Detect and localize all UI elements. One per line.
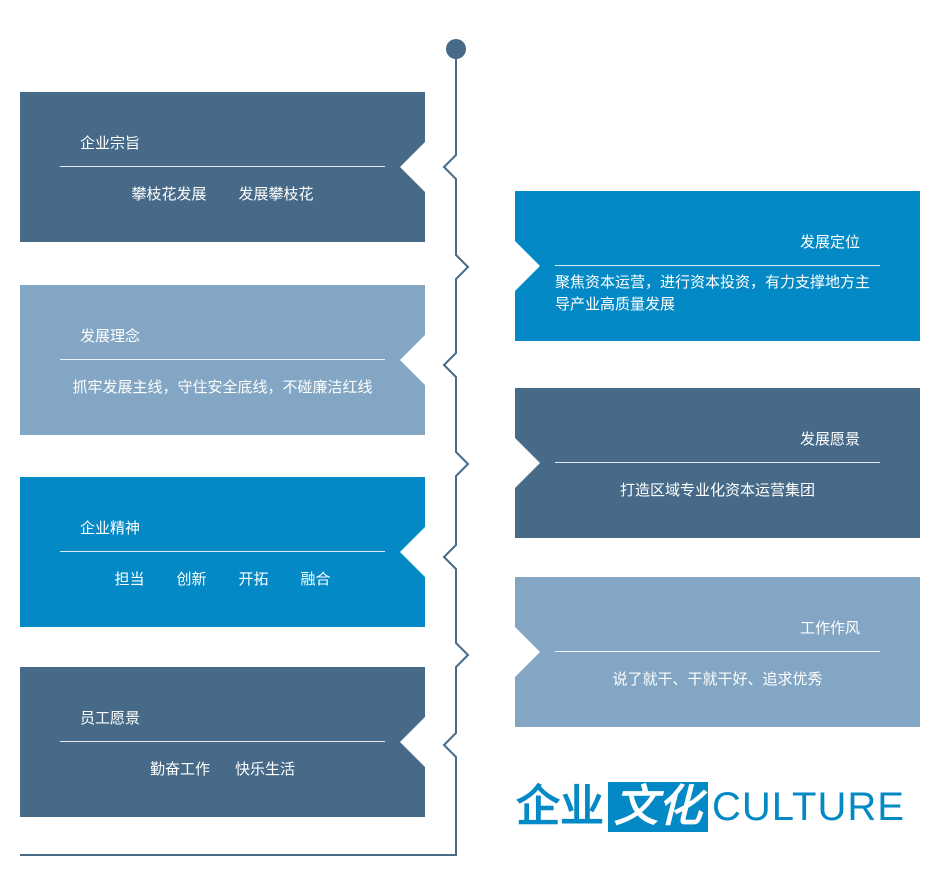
- card-title: 员工愿景: [80, 709, 141, 727]
- card-development-philosophy: 发展理念 抓牢发展主线，守住安全底线，不碰廉洁红线: [20, 285, 425, 435]
- card-body: 聚焦资本运营，进行资本投资，有力支撑地方主导产业高质量发展: [555, 271, 880, 315]
- card-work-style: 工作作风 说了就干、干就干好、追求优秀: [515, 577, 920, 727]
- timeline-line: [20, 49, 470, 856]
- card-body: 说了就干、干就干好、追求优秀: [555, 668, 880, 690]
- card-title: 企业宗旨: [80, 134, 141, 152]
- card-title: 发展愿景: [799, 430, 860, 448]
- card-notch: [400, 142, 425, 192]
- divider: [60, 359, 385, 360]
- body-item: 开拓: [238, 570, 269, 588]
- body-item: 打造区域专业化资本运营集团: [619, 481, 815, 499]
- culture-logo: 企业 文化 CULTURE: [516, 782, 905, 832]
- body-item: 融合: [300, 570, 331, 588]
- logo-text-enterprise: 企业: [516, 781, 604, 832]
- card-body: 勤奋工作 快乐生活: [60, 758, 385, 780]
- body-item: 担当: [114, 570, 145, 588]
- body-item: 抓牢发展主线，守住安全底线，不碰廉洁红线: [72, 378, 373, 396]
- divider: [60, 551, 385, 552]
- card-body: 抓牢发展主线，守住安全底线，不碰廉洁红线: [60, 376, 385, 398]
- body-item: 创新: [176, 570, 207, 588]
- card-notch: [400, 717, 425, 767]
- divider: [60, 741, 385, 742]
- divider: [555, 462, 880, 463]
- card-title: 发展理念: [80, 327, 141, 345]
- card-notch: [400, 527, 425, 577]
- body-item: 攀枝花发展: [131, 185, 207, 203]
- card-title: 发展定位: [799, 233, 860, 251]
- divider: [555, 651, 880, 652]
- card-body: 担当 创新 开拓 融合: [60, 568, 385, 590]
- divider: [60, 166, 385, 167]
- card-development-vision: 发展愿景 打造区域专业化资本运营集团: [515, 388, 920, 538]
- card-development-positioning: 发展定位 聚焦资本运营，进行资本投资，有力支撑地方主导产业高质量发展: [515, 191, 920, 341]
- card-title: 企业精神: [80, 519, 141, 537]
- body-item: 说了就干、干就干好、追求优秀: [612, 670, 823, 688]
- card-enterprise-purpose: 企业宗旨 攀枝花发展 发展攀枝花: [20, 92, 425, 242]
- logo-text-culture-zh: 文化: [608, 782, 708, 832]
- card-notch: [400, 335, 425, 385]
- card-employee-vision: 员工愿景 勤奋工作 快乐生活: [20, 667, 425, 817]
- logo-text-culture-en: CULTURE: [712, 785, 905, 829]
- card-notch: [515, 438, 540, 488]
- card-notch: [515, 241, 540, 291]
- card-enterprise-spirit: 企业精神 担当 创新 开拓 融合: [20, 477, 425, 627]
- body-item: 发展攀枝花: [238, 185, 314, 203]
- body-item: 快乐生活: [235, 760, 296, 778]
- body-item: 勤奋工作: [149, 760, 210, 778]
- body-item: 聚焦资本运营，进行资本投资，有力支撑地方主导产业高质量发展: [555, 273, 871, 313]
- card-notch: [515, 627, 540, 677]
- card-title: 工作作风: [799, 619, 860, 637]
- card-body: 攀枝花发展 发展攀枝花: [60, 183, 385, 205]
- card-body: 打造区域专业化资本运营集团: [555, 479, 880, 501]
- divider: [555, 265, 880, 266]
